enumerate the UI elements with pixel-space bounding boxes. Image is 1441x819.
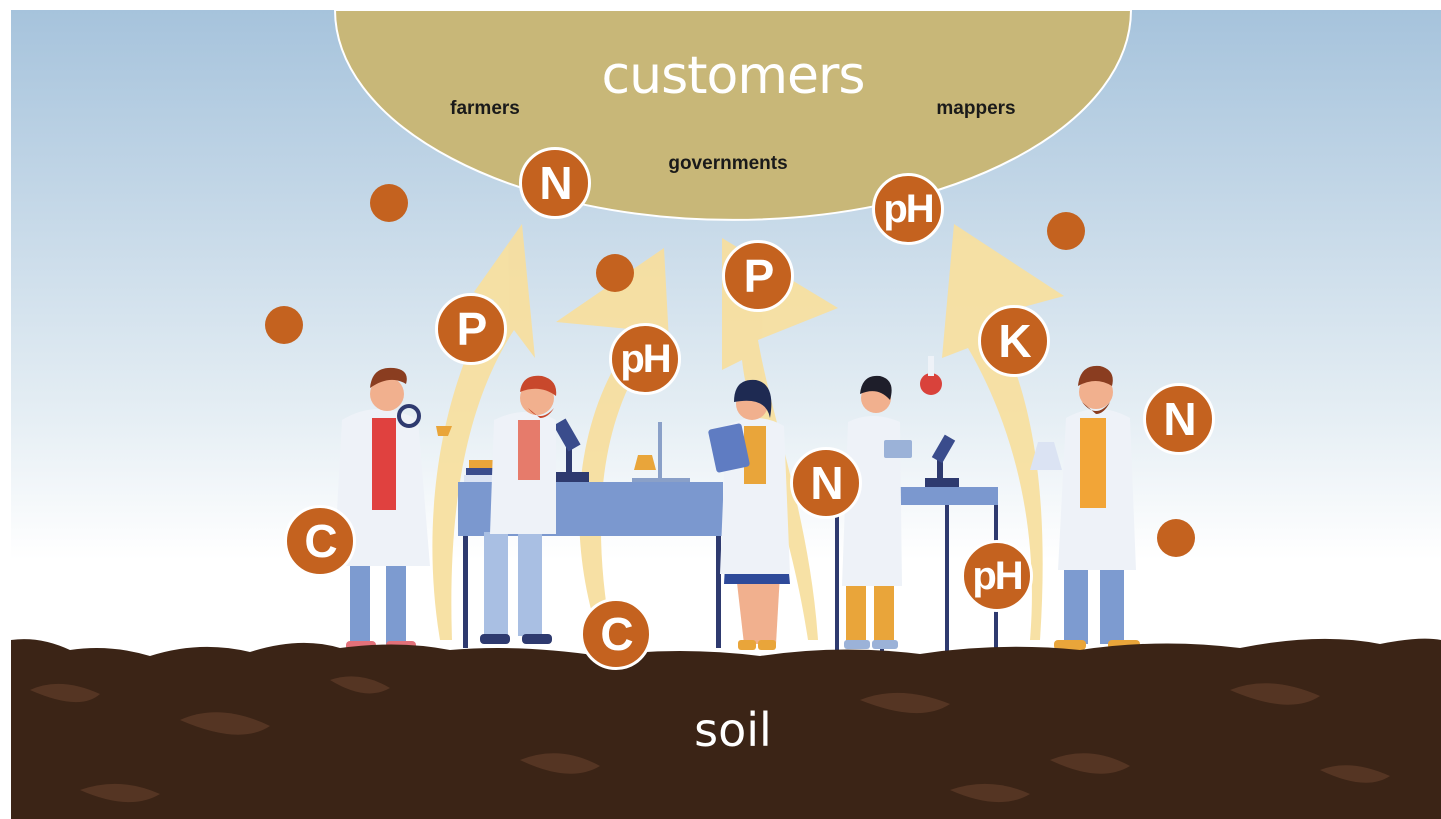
nutrient-bubble-ph: pH [872,173,944,245]
nutrient-dot [1157,519,1195,557]
book-stack-icon [464,460,506,482]
nutrient-bubble-p: P [435,293,507,365]
arrow-4 [942,224,1064,640]
nutrient-dot [265,306,303,344]
customer-mappers: mappers [936,98,1016,119]
soil-label: soil [694,703,772,757]
nutrient-bubble-p: P [722,240,794,312]
scientist-with-magnifier [334,367,452,651]
customers-title: customers [601,46,866,106]
nutrient-dot [1047,212,1085,250]
nutrient-bubble-n: N [1143,383,1215,455]
nutrient-bubble-n: N [519,147,591,219]
microscope-icon [553,418,589,482]
scientist-with-beaker [1030,365,1140,650]
lab-stand-icon [632,422,690,482]
nutrient-dot [370,184,408,222]
customer-governments: governments [668,153,788,174]
nutrient-bubble-c: C [580,598,652,670]
scientist-with-clipboard [708,379,790,650]
nutrient-bubble-k: K [978,305,1050,377]
arrow-1 [432,224,535,640]
nutrient-bubble-ph: pH [961,540,1033,612]
nutrient-dot [596,254,634,292]
scientist-with-flask [842,356,942,649]
nutrient-bubble-c: C [284,505,356,577]
microscope-icon-2 [925,434,959,487]
scientist-at-microscope [480,375,557,644]
customer-farmers: farmers [450,98,520,119]
nutrient-bubble-ph: pH [609,323,681,395]
nutrient-bubble-n: N [790,447,862,519]
soil-texture [30,676,1390,803]
